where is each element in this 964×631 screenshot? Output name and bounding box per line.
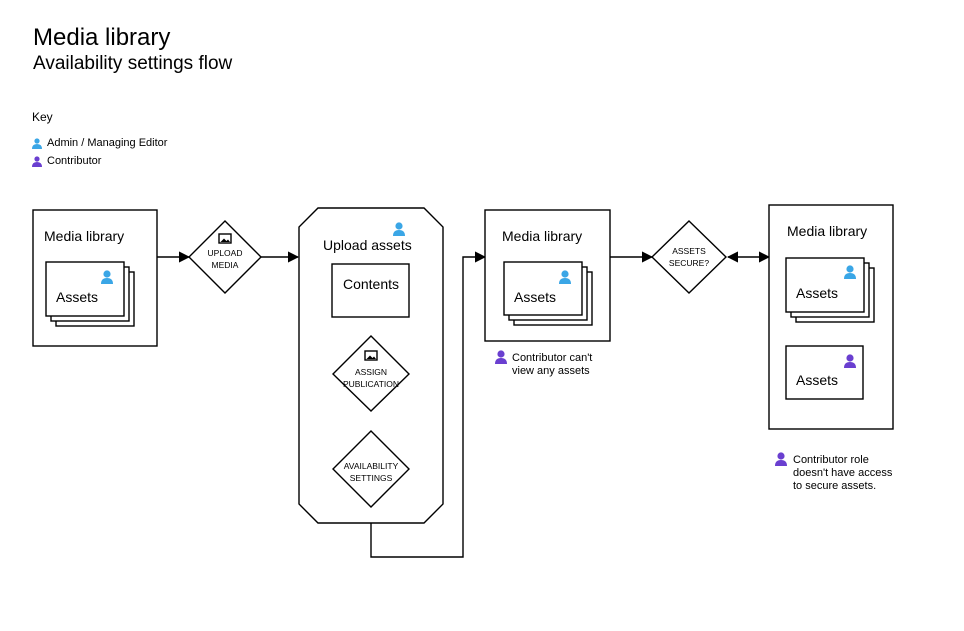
upload-media-label-2: MEDIA xyxy=(212,260,239,270)
assets-secure-label-1: ASSETS xyxy=(672,246,706,256)
availability-settings-decision xyxy=(332,430,410,508)
assets-card-1 xyxy=(45,261,125,317)
assets-label-1: Assets xyxy=(56,289,98,305)
upload-media-decision: UPLOAD MEDIA xyxy=(188,220,262,294)
assign-publication-label-1: ASSIGN xyxy=(355,367,387,377)
person-icon xyxy=(32,155,42,167)
key-title: Key xyxy=(32,110,53,124)
contents-box xyxy=(331,263,410,318)
upload-assets-title: Upload assets xyxy=(323,237,412,253)
assets-label-admin: Assets xyxy=(796,285,838,301)
assign-publication-label-2: PUBLICATION xyxy=(343,379,399,389)
media-library-box-3: Media library Assets Assets xyxy=(768,204,894,430)
assign-publication-decision xyxy=(332,335,410,412)
upload-media-label-1: UPLOAD xyxy=(208,248,243,258)
assets-label-2: Assets xyxy=(514,289,556,305)
media-library-title-3: Media library xyxy=(787,223,867,239)
key-item-contributor: Contributor xyxy=(32,155,101,167)
note-2-line-3: to secure assets. xyxy=(793,480,876,492)
media-library-title-2: Media library xyxy=(502,228,582,244)
key-item-admin: Admin / Managing Editor xyxy=(32,137,167,149)
assets-card-2 xyxy=(503,261,583,316)
page-title: Media library xyxy=(33,24,171,51)
contributor-note-2: Contributor role doesn't have access to … xyxy=(775,452,893,492)
upload-assets-container: Upload assets Contents ASSIGN PUBLICATIO… xyxy=(298,207,444,524)
note-1-line-1: Contributor can't xyxy=(512,352,592,364)
media-library-box-1: Media library Assets xyxy=(32,209,158,347)
person-icon xyxy=(32,137,42,149)
person-icon xyxy=(775,452,787,466)
media-library-box-2: Media library Assets xyxy=(484,209,611,342)
person-icon xyxy=(495,350,507,364)
key-label-contributor: Contributor xyxy=(47,155,102,167)
page-subtitle: Availability settings flow xyxy=(33,53,233,74)
note-2-line-2: doesn't have access xyxy=(793,467,893,479)
media-library-title-1: Media library xyxy=(44,228,124,244)
key-label-admin: Admin / Managing Editor xyxy=(47,137,168,149)
contents-label: Contents xyxy=(343,276,399,292)
availability-settings-label-1: AVAILABILITY xyxy=(344,461,399,471)
contributor-note-1: Contributor can't view any assets xyxy=(495,350,592,377)
connectors xyxy=(157,251,771,558)
note-2-line-1: Contributor role xyxy=(793,454,869,466)
availability-settings-label-2: SETTINGS xyxy=(350,473,393,483)
arrow-availability-ml2 xyxy=(370,251,487,558)
assets-secure-label-2: SECURE? xyxy=(669,258,709,268)
assets-secure-decision: ASSETS SECURE? xyxy=(650,220,728,294)
note-1-line-2: view any assets xyxy=(512,365,590,377)
assets-label-contributor: Assets xyxy=(796,372,838,388)
